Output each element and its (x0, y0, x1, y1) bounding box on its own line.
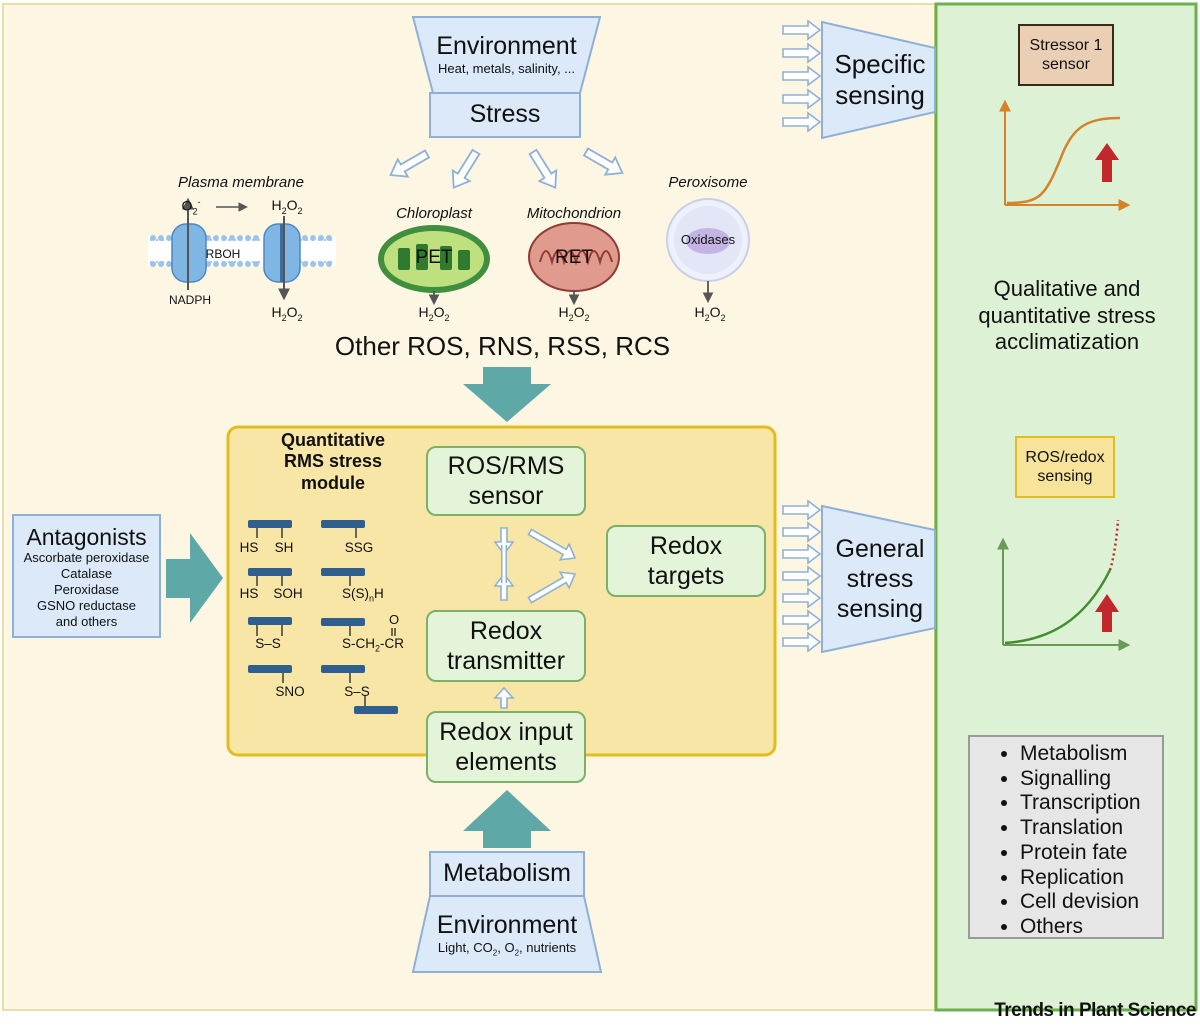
journal-footer: Trends in Plant Science (994, 1000, 1196, 1021)
redox-transmitter-box: Redox transmitter (426, 610, 586, 682)
exponential-graph (997, 519, 1131, 651)
teal-arrow-up (463, 790, 551, 848)
specific-sensing-funnel (821, 20, 936, 140)
antagonists-title: Antagonists (26, 524, 147, 550)
antagonists-box: Antagonists Ascorbate peroxidase Catalas… (12, 514, 161, 638)
thiol-ssnh: S(S)nH (342, 586, 384, 604)
thiol-disulfide: S–S (255, 636, 281, 651)
thiol-ssg: SSG (344, 540, 374, 555)
other-species-label: Other ROS, RNS, RSS, RCS (334, 331, 671, 361)
environment-bottom-title: Environment (436, 911, 578, 939)
thiol-sh-1: SH (274, 540, 294, 555)
thiol-soh: SOH (273, 586, 303, 601)
stress-to-source-arrows (389, 147, 624, 189)
antagonist-item: Catalase (60, 566, 113, 582)
general-sensing-label: General stress sensing (835, 535, 925, 623)
thiol-acyl: S-CH2-CR (342, 636, 405, 654)
environment-top-subtitle: Heat, metals, salinity, ... (437, 61, 576, 76)
processes-list-box: Metabolism Signalling Transcription Tran… (968, 735, 1164, 939)
acclimatization-label: Qualitative and quantitative stress accl… (978, 276, 1156, 355)
ros-rms-sensor-box: ROS/RMS sensor (426, 446, 586, 516)
environment-funnel-bottom (411, 895, 603, 973)
general-sensing-funnel (821, 504, 936, 654)
process-item: Protein fate (1020, 841, 1162, 866)
peroxisome-label: Peroxisome (668, 174, 748, 191)
peroxisome-graphic (666, 198, 750, 304)
thiol-sno: SNO (275, 684, 305, 699)
oxidases-label: Oxidases (680, 232, 736, 247)
h2o2-membrane-top: H2O2 (271, 197, 303, 216)
mitochondrion-graphic (528, 222, 620, 306)
ret-label: RET (555, 247, 593, 268)
chloroplast-label: Chloroplast (396, 205, 472, 222)
h2o2-peroxisome: H2O2 (694, 304, 726, 323)
o2-superoxide-label: O2- (181, 197, 201, 217)
stress-box (429, 92, 581, 138)
mitochondrion-label: Mitochondrion (526, 205, 622, 222)
pet-label: PET (415, 247, 453, 268)
rboh-label: RBOH (205, 247, 241, 261)
thiol-hs-2: HS (239, 586, 259, 601)
process-item: Others (1020, 915, 1162, 940)
process-item: Transcription (1020, 791, 1162, 816)
antagonist-item: Peroxidase (53, 582, 120, 598)
nadph-label: NADPH (168, 293, 211, 307)
stressor-sensor-box: Stressor 1 sensor (1018, 24, 1114, 86)
general-input-arrows (782, 499, 822, 653)
module-arrows (493, 527, 577, 709)
redox-input-box: Redox input elements (426, 711, 586, 783)
plasma-membrane-graphic (148, 197, 336, 301)
sigmoid-graph (999, 99, 1131, 211)
plasma-membrane-label: Plasma membrane (178, 174, 304, 191)
stress-label: Stress (469, 100, 541, 128)
antagonist-item: and others (55, 614, 118, 630)
environment-top-title: Environment (436, 32, 577, 60)
red-up-arrow-2 (1095, 594, 1119, 632)
specific-sensing-label: Specific sensing (834, 48, 926, 110)
h2o2-chloroplast: H2O2 (418, 304, 450, 323)
chloroplast-graphic (378, 225, 490, 306)
teal-arrow-right (166, 533, 223, 623)
metabolism-box (429, 851, 585, 897)
thiol-bonds (256, 528, 396, 706)
process-item: Replication (1020, 866, 1162, 891)
redox-targets-box: Redox targets (606, 525, 766, 597)
h2o2-membrane-bottom: H2O2 (271, 304, 303, 323)
metabolism-label: Metabolism (443, 859, 571, 887)
module-title: Quantitative RMS stress module (280, 429, 386, 493)
thiol-hs-1: HS (239, 540, 259, 555)
ros-redox-sensing-box: ROS/redox sensing (1015, 436, 1115, 498)
h2o2-mitochondrion: H2O2 (558, 304, 590, 323)
thiol-intermolecular: S–S (344, 684, 370, 699)
antagonist-item: GSNO reductase (37, 598, 136, 614)
process-item: Translation (1020, 816, 1162, 841)
process-item: Cell devision (1020, 890, 1162, 915)
thiol-oxygen: O (388, 612, 400, 627)
specific-input-arrows (782, 19, 822, 133)
process-item: Signalling (1020, 767, 1162, 792)
teal-arrow-down (463, 367, 551, 422)
antagonist-item: Ascorbate peroxidase (23, 550, 150, 566)
red-up-arrow-1 (1095, 143, 1119, 182)
process-item: Metabolism (1020, 742, 1162, 767)
thiol-protein-bars (248, 520, 398, 714)
environment-bottom-subtitle: Light, CO2, O2, nutrients (437, 940, 577, 958)
